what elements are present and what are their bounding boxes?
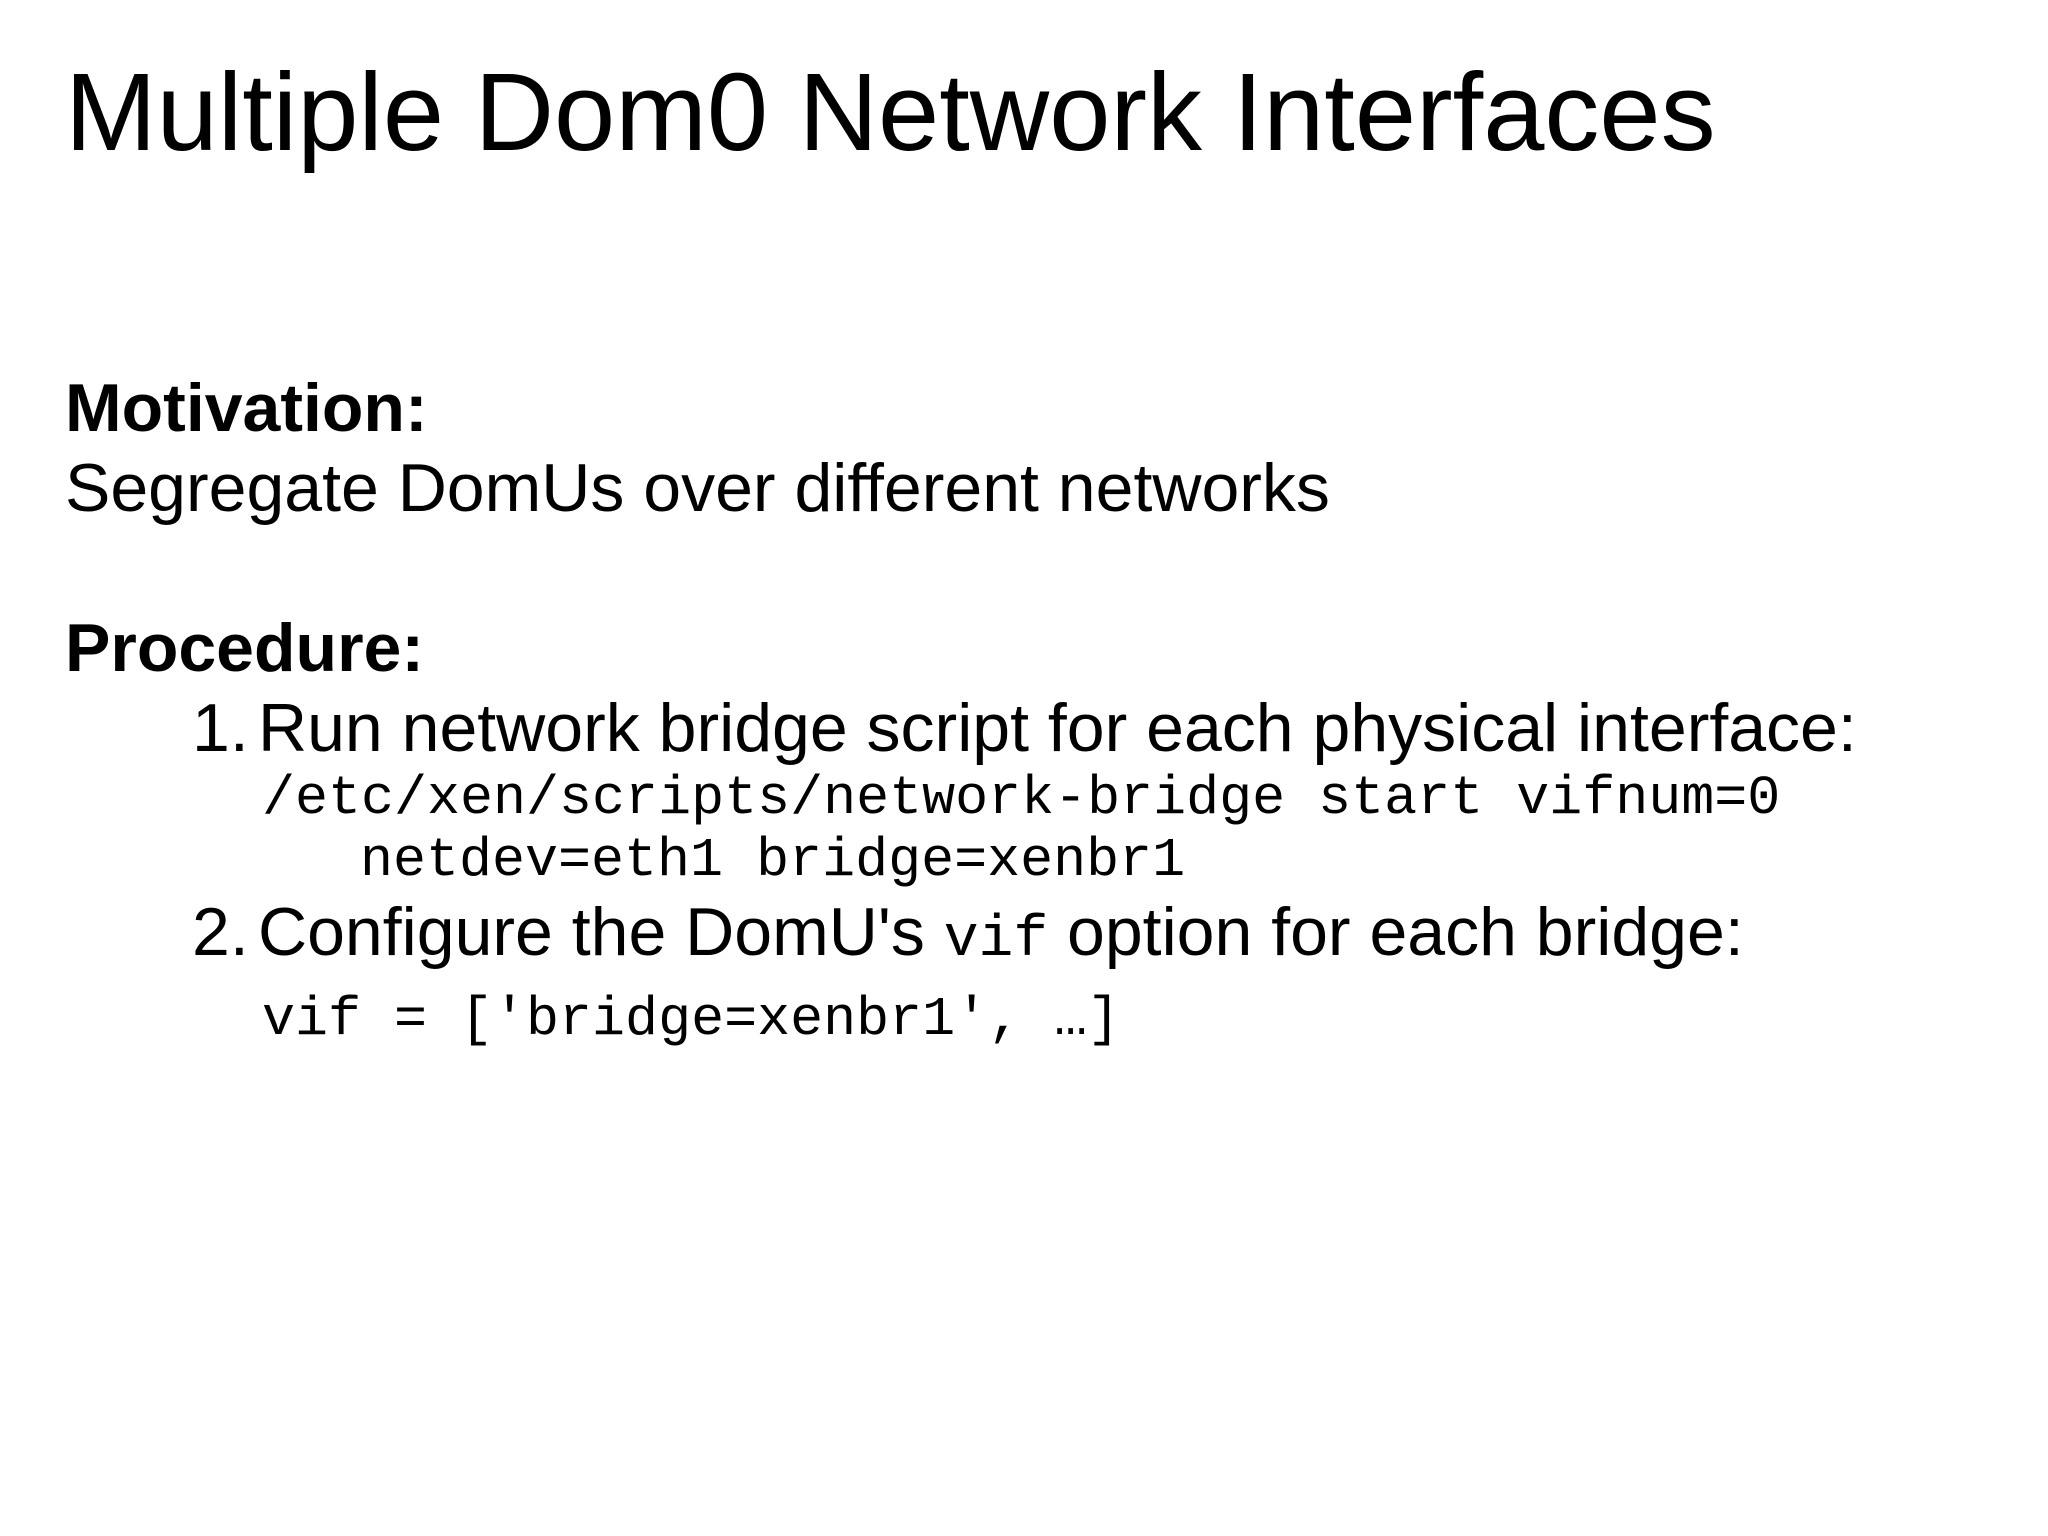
- step-1-number: 1.: [192, 690, 249, 766]
- step-2-text-before: Configure the DomU's: [258, 894, 944, 970]
- motivation-heading: Motivation:: [65, 370, 428, 446]
- step-2-inline-code: vif: [943, 908, 1049, 973]
- step-1-text: Run network bridge script for each physi…: [258, 690, 1857, 766]
- step-1-body: Run network bridge script for each physi…: [258, 688, 2008, 892]
- step-2-code-line-1: vif = ['bridge=xenbr1', …]: [262, 988, 1121, 1051]
- step-1-code-block: /etc/xen/scripts/network-bridge start vi…: [262, 768, 2008, 892]
- step-2-code-block: vif = ['bridge=xenbr1', …]: [262, 989, 2008, 1051]
- procedure-step-1: 1. Run network bridge script for each ph…: [192, 688, 2008, 892]
- procedure-steps: 1. Run network bridge script for each ph…: [192, 688, 2008, 1051]
- step-2-text-after: option for each bridge:: [1048, 894, 1744, 970]
- procedure-heading: Procedure:: [65, 610, 424, 686]
- step-2-body: Configure the DomU's vif option for each…: [258, 892, 2008, 1051]
- step-1-code-line-1: /etc/xen/scripts/network-bridge start vi…: [262, 767, 1781, 830]
- procedure-step-2: 2. Configure the DomU's vif option for e…: [192, 892, 2008, 1051]
- slide-title: Multiple Dom0 Network Interfaces: [65, 51, 1716, 174]
- motivation-section: Motivation: Segregate DomUs over differe…: [65, 368, 2008, 528]
- step-2-number: 2.: [192, 894, 249, 970]
- motivation-text: Segregate DomUs over different networks: [65, 450, 1330, 526]
- step-1-code-line-2: netdev=eth1 bridge=xenbr1: [360, 829, 1186, 892]
- step-2-text: Configure the DomU's vif option for each…: [258, 892, 2008, 981]
